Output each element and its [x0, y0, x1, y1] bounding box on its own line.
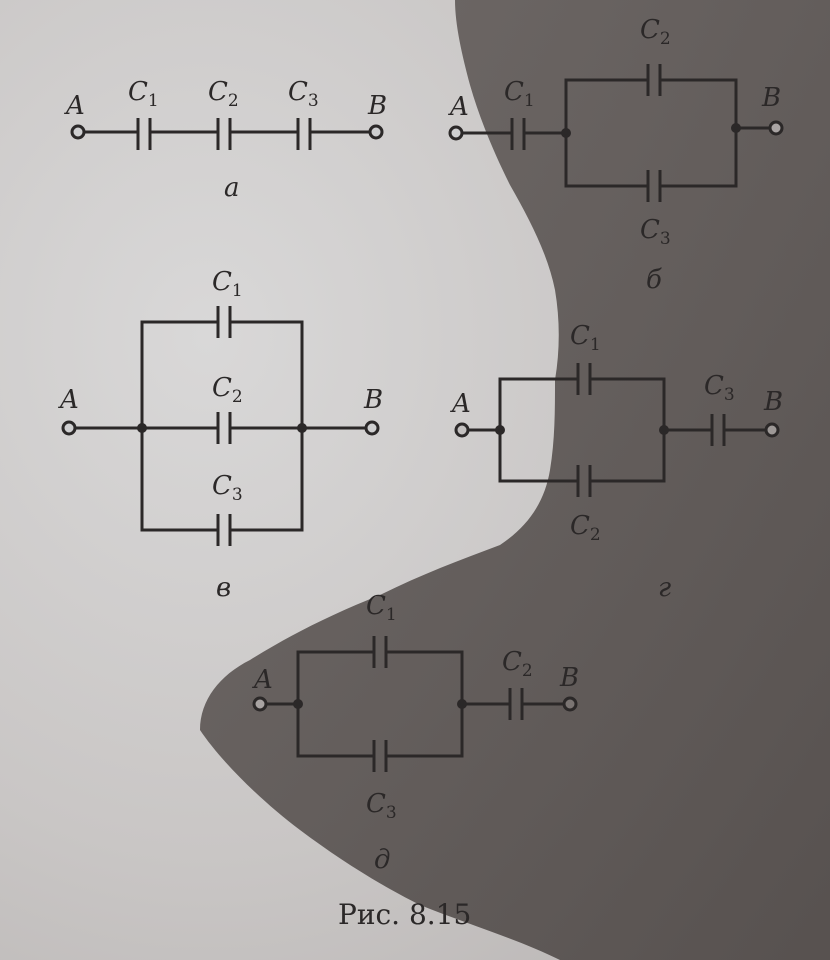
- diagram-label-g: г: [658, 573, 671, 603]
- terminal-b-label: B: [363, 385, 383, 415]
- labels-v: A B C1 C2 C3 в: [58, 267, 383, 603]
- capacitor-label: C2: [640, 15, 671, 49]
- capacitor-label: C2: [208, 77, 239, 111]
- terminal-a-label: A: [58, 385, 79, 415]
- terminal-b-label: B: [763, 387, 783, 417]
- terminal-a-label: A: [252, 665, 273, 695]
- hand-shadow: [200, 0, 830, 960]
- circuit-a: [70, 118, 384, 150]
- capacitor-label: C3: [366, 789, 397, 823]
- labels-a: A B C1 C2 C3 а: [64, 77, 387, 203]
- terminal-b-label: B: [367, 91, 387, 121]
- capacitor-label: C2: [502, 647, 533, 681]
- capacitor-label: C1: [128, 77, 159, 111]
- capacitor-label: C1: [504, 77, 535, 111]
- circuit-g: [454, 363, 780, 497]
- capacitor-label: C1: [212, 267, 243, 301]
- capacitor-label: C3: [288, 77, 319, 111]
- capacitor-label: C3: [704, 371, 735, 405]
- capacitor-label: C1: [570, 321, 601, 355]
- diagram-label-a: а: [224, 173, 240, 203]
- terminal-b-label: B: [761, 83, 781, 113]
- labels-b: A B C1 C2 C3 б: [448, 15, 781, 295]
- capacitor-label: C1: [366, 591, 397, 625]
- diagram-label-b: б: [646, 265, 662, 295]
- circuit-d: [252, 636, 578, 772]
- circuit-v: [61, 306, 380, 546]
- terminal-a-label: A: [450, 389, 471, 419]
- circuit-b: [448, 64, 784, 202]
- terminal-b-label: B: [559, 663, 579, 693]
- capacitor-label: C3: [640, 215, 671, 249]
- diagram-label-d: д: [374, 845, 390, 875]
- diagram-label-v: в: [216, 573, 231, 603]
- terminal-a-label: A: [448, 92, 469, 122]
- labels-g: A B C1 C2 C3 г: [450, 321, 783, 603]
- figure-caption: Рис. 8.15: [338, 898, 471, 931]
- terminal-a-label: A: [64, 91, 85, 121]
- labels-d: A B C1 C2 C3 д: [252, 591, 579, 875]
- capacitor-label: C2: [212, 373, 243, 407]
- capacitor-label: C2: [570, 511, 601, 545]
- capacitor-label: C3: [212, 471, 243, 505]
